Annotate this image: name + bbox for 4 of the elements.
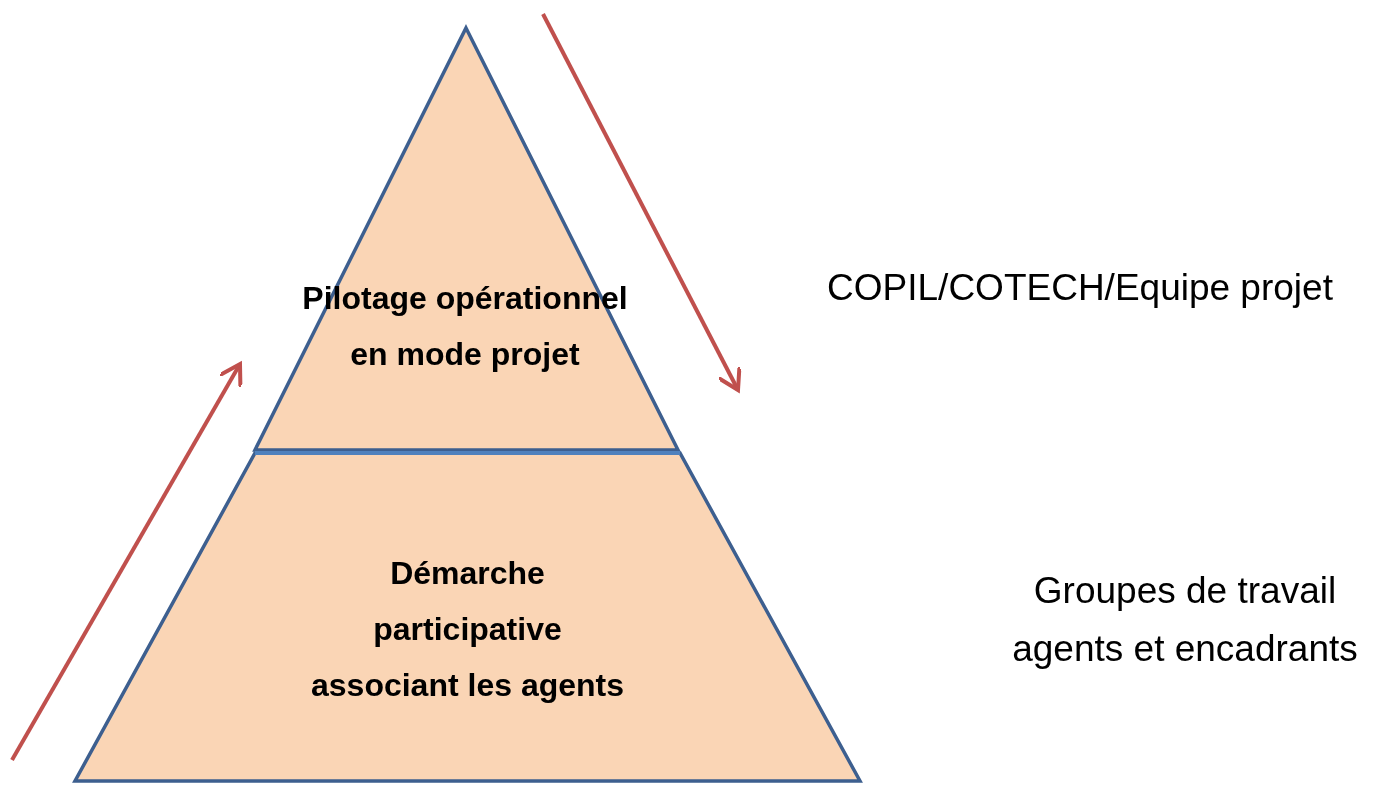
side-label: COPIL/COTECH/Equipe projet (826, 266, 1334, 310)
side-label: Groupes de travail agents et encadrants (1011, 569, 1359, 671)
pyramid-base-section (70, 451, 865, 784)
section-label: Démarche participative associant les agents (310, 554, 625, 705)
